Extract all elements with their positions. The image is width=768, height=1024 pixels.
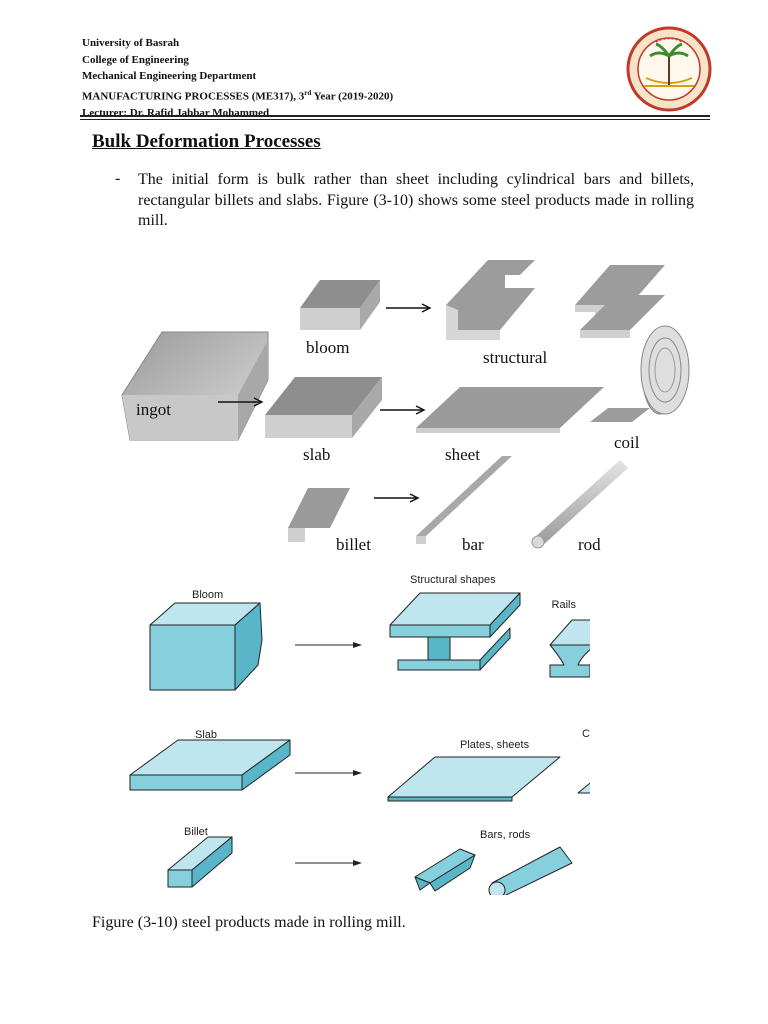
year-text: Year (2019-2020) xyxy=(311,90,394,103)
label-billet: billet xyxy=(336,535,371,554)
ingot-shape xyxy=(121,331,269,441)
label-bloom: bloom xyxy=(306,338,349,357)
university-name: University of Basrah xyxy=(82,37,180,49)
round-rod-shape xyxy=(488,846,573,895)
bullet-dash: - xyxy=(115,170,121,187)
square-bar-shape xyxy=(414,848,476,892)
document-header: University of Basrah College of Engineer… xyxy=(82,35,393,121)
billet-shape xyxy=(288,488,350,542)
label-sheet: sheet xyxy=(445,445,480,464)
label-slab: slab xyxy=(303,445,330,464)
rod-shape xyxy=(531,460,628,549)
slab-shape xyxy=(265,377,382,438)
department-name: Mechanical Engineering Department xyxy=(82,70,257,82)
rail-shape xyxy=(549,619,590,678)
label-rod: rod xyxy=(578,535,601,554)
bloom-shape xyxy=(300,280,380,330)
label-bar: bar xyxy=(462,535,484,554)
coil-roll-shape xyxy=(577,782,590,794)
structural-channel-shape xyxy=(446,260,535,340)
label-coils: Coils xyxy=(582,728,590,740)
coil-shape xyxy=(590,325,690,422)
billet-bar-shape xyxy=(167,836,233,888)
college-name: College of Engineering xyxy=(82,53,189,66)
course-line: MANUFACTURING PROCESSES (ME317), 3rd Yea… xyxy=(82,85,393,105)
label-structural: structural xyxy=(483,348,547,367)
plate-sheet-shape xyxy=(387,756,561,802)
section-title: Bulk Deformation Processes xyxy=(92,131,321,152)
label-coil: coil xyxy=(614,433,640,452)
college-seal-logo xyxy=(626,26,712,112)
label-bloom-blue: Bloom xyxy=(192,589,223,601)
label-bars-rods: Bars, rods xyxy=(480,829,531,841)
course-text: MANUFACTURING PROCESSES (ME317), 3 xyxy=(82,90,305,103)
i-beam-shape xyxy=(389,592,521,671)
bloom-block-shape xyxy=(149,602,263,691)
label-billet-blue: Billet xyxy=(184,826,208,838)
slab-plate-shape xyxy=(129,739,291,791)
steel-products-figure-blue: Bloom Structural shapes Rails Slab xyxy=(129,574,590,895)
label-structural-shapes: Structural shapes xyxy=(410,574,496,586)
label-ingot: ingot xyxy=(136,400,171,419)
label-plates-sheets: Plates, sheets xyxy=(460,739,530,751)
bar-shape xyxy=(416,456,512,544)
label-rails: Rails xyxy=(552,599,577,611)
steel-products-figure-gray: ingot bloom structural co xyxy=(121,260,690,554)
figure-caption: Figure (3-10) steel products made in rol… xyxy=(92,914,406,931)
structural-ibeam-shape xyxy=(575,265,665,338)
header-rule-thick xyxy=(80,115,710,117)
header-rule-thin xyxy=(80,119,710,120)
label-slab-blue: Slab xyxy=(195,729,217,741)
sheet-shape xyxy=(416,387,604,433)
year-superscript: rd xyxy=(304,88,312,97)
intro-paragraph: The initial form is bulk rather than she… xyxy=(138,171,694,229)
